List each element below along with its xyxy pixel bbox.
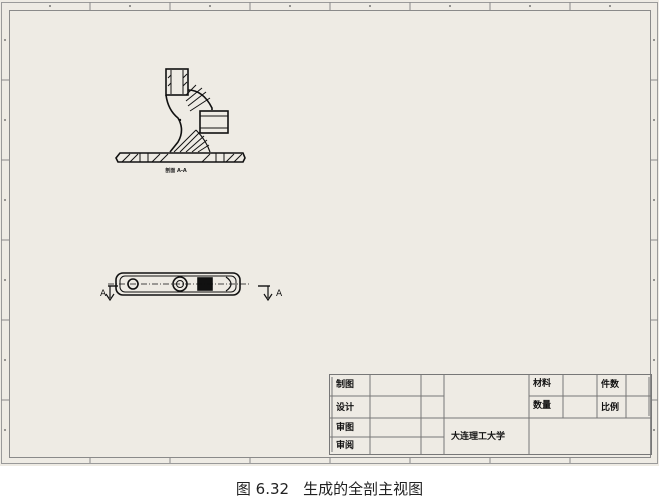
figure-number: 图 6.32 [235,480,290,498]
zone-ticks [1,2,658,463]
title-block-approved-by: 审阅 [336,441,355,451]
title-block-organization: 大连理工大学 [451,432,506,442]
section-marker-left: A [100,289,107,299]
figure-caption: 图 6.32 生成的全剖主视图 [0,478,659,499]
top-view[interactable] [105,272,273,302]
title-block-material: 材料 [533,379,552,389]
boss-outline [165,68,189,96]
arm-outer-curve [187,89,213,110]
title-block-designed-by: 设计 [336,403,355,413]
section-marker-right: A [276,289,283,299]
side-boss-outline [199,110,229,134]
section-view-label: 剖面 A-A [165,167,187,174]
title-block-quantity: 数量 [533,401,552,411]
drawing-sheet: 剖面 A-A A A [0,0,659,466]
title-block-part-count: 件数 [601,380,620,390]
figure-title: 生成的全剖主视图 [303,480,424,498]
section-view[interactable] [115,68,246,163]
title-block-grid [329,374,652,455]
arm-inner-curve [165,94,183,153]
zone-dots [4,5,655,431]
title-block-scale: 比例 [601,403,620,413]
base-plate-outline [115,152,246,163]
drawing-canvas[interactable]: 剖面 A-A A A [0,0,659,466]
title-block-drawn-by: 制图 [336,380,355,390]
section-hatching [121,73,243,163]
title-block-checked-by: 审图 [336,423,355,433]
